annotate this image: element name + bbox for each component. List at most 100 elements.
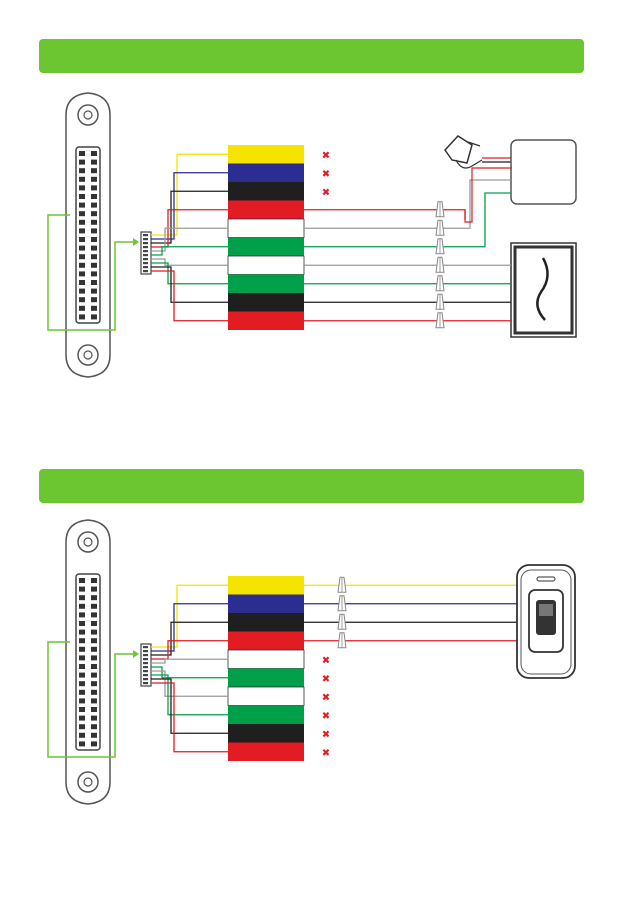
wire-red <box>151 683 228 752</box>
pin <box>79 220 85 225</box>
pin <box>91 203 97 208</box>
pin <box>91 306 97 311</box>
wire-black <box>151 679 228 733</box>
pin <box>91 604 97 609</box>
pin <box>91 630 97 635</box>
wire-green <box>151 675 228 715</box>
wire-yellow <box>151 154 228 235</box>
pin <box>79 733 85 738</box>
pin <box>91 655 97 660</box>
pin <box>79 228 85 233</box>
unused-x-icon: ✖ <box>322 692 330 703</box>
pin <box>79 681 85 686</box>
unused-x-icon: ✖ <box>322 748 330 759</box>
screw-hole-icon <box>84 351 92 359</box>
pin <box>79 306 85 311</box>
wire-color-strip-white <box>228 256 304 275</box>
pin <box>91 177 97 182</box>
pin <box>91 185 97 190</box>
wire-color-strip-red <box>228 743 304 762</box>
plug-pin <box>143 646 148 648</box>
wire-color-strip-black <box>228 182 304 201</box>
unused-x-icon: ✖ <box>322 711 330 722</box>
wire-color-strip-red <box>228 201 304 220</box>
pin <box>79 246 85 251</box>
pin <box>79 638 85 643</box>
pin <box>91 246 97 251</box>
pin <box>79 177 85 182</box>
screw-hole-icon <box>84 538 92 546</box>
plug-pin <box>143 250 148 252</box>
pin <box>91 220 97 225</box>
pin <box>79 741 85 746</box>
pin-block <box>76 574 100 750</box>
plug-pin <box>143 670 148 672</box>
pin <box>79 271 85 276</box>
lock-device-box <box>511 140 576 204</box>
wire-color-strip-white <box>228 650 304 669</box>
pin <box>79 211 85 216</box>
wire-color-strip-green <box>228 669 304 688</box>
pin <box>91 621 97 626</box>
unused-x-icon: ✖ <box>322 674 330 685</box>
wire-color-strip-green <box>228 275 304 294</box>
pin <box>91 595 97 600</box>
wire-color-strip-black <box>228 293 304 312</box>
pin <box>91 716 97 721</box>
wire-green <box>151 247 228 255</box>
pin <box>91 263 97 268</box>
wire-color-strip-red <box>228 632 304 651</box>
pin <box>79 690 85 695</box>
unused-x-icon: ✖ <box>322 150 330 161</box>
wire-color-strip-blue <box>228 595 304 614</box>
pin <box>91 690 97 695</box>
pin <box>91 673 97 678</box>
pin <box>91 647 97 652</box>
pin <box>79 595 85 600</box>
wire-red <box>151 271 228 321</box>
pin <box>91 280 97 285</box>
pin <box>91 664 97 669</box>
pin <box>91 254 97 259</box>
pin <box>91 638 97 643</box>
plug-pin <box>143 246 148 248</box>
wire-white <box>304 180 511 228</box>
pin <box>91 612 97 617</box>
unused-x-icon: ✖ <box>322 187 330 198</box>
pin <box>91 271 97 276</box>
pin <box>91 289 97 294</box>
pin <box>91 151 97 156</box>
pin <box>91 314 97 319</box>
pin <box>91 297 97 302</box>
pin <box>79 621 85 626</box>
wire-color-strip-green <box>228 706 304 725</box>
wire-color-strip-yellow <box>228 576 304 595</box>
pin <box>91 228 97 233</box>
pin <box>79 698 85 703</box>
wire-color-strip-white <box>228 219 304 238</box>
pin <box>79 280 85 285</box>
wire-white <box>151 259 228 265</box>
screw-hole-icon <box>84 778 92 786</box>
pin <box>79 707 85 712</box>
pin <box>79 254 85 259</box>
plug-pin <box>143 258 148 260</box>
pin <box>79 612 85 617</box>
wire-color-strip-green <box>228 238 304 257</box>
fingerprint-sensor-glass <box>539 604 553 616</box>
wire-blue <box>151 173 228 239</box>
pin <box>79 604 85 609</box>
pin <box>79 168 85 173</box>
wire-green <box>304 193 511 247</box>
pin <box>91 237 97 242</box>
wire-color-strip-white <box>228 687 304 706</box>
wire-color-strip-black <box>228 613 304 632</box>
pin <box>91 724 97 729</box>
arrow-head-icon <box>133 238 139 246</box>
power-adapter-icon <box>445 136 472 163</box>
wire-red-to-lock <box>465 168 512 222</box>
plug-pin <box>143 266 148 268</box>
wire-color-strip-black <box>228 724 304 743</box>
pin <box>79 263 85 268</box>
wire-yellow <box>151 585 228 647</box>
